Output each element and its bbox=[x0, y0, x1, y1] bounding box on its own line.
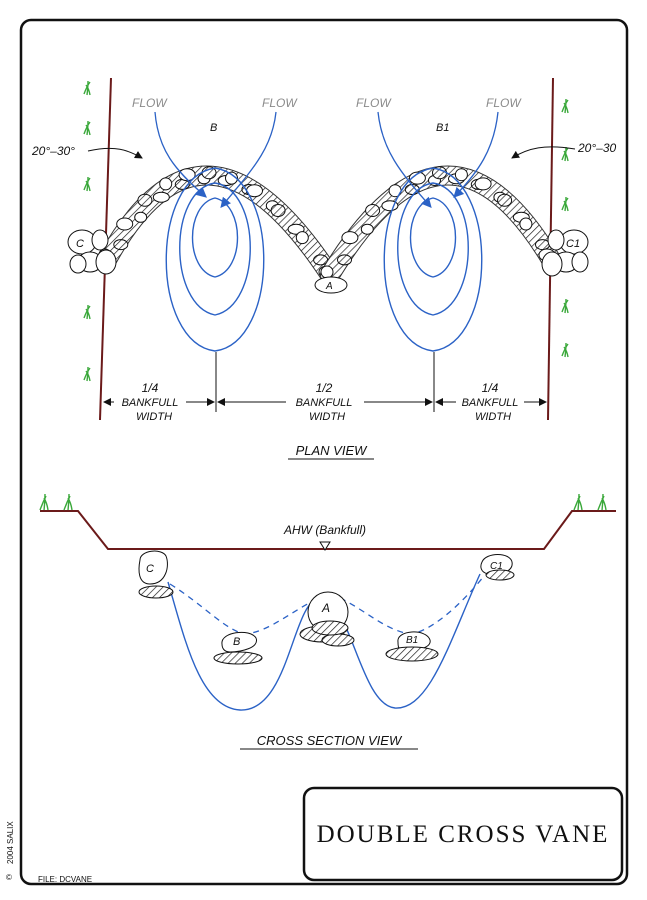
cross-section-view: AHW (Bankfull) C C1 bbox=[39, 493, 616, 750]
dim-middle-line2: WIDTH bbox=[309, 411, 345, 423]
dimension-lines bbox=[103, 352, 547, 412]
vane-rock bbox=[535, 239, 550, 251]
vane-crest-dashed-right bbox=[339, 575, 485, 635]
rock-a-section bbox=[299, 591, 355, 647]
copyright-notice: 2004 SALIX © bbox=[6, 821, 15, 882]
water-level-symbol bbox=[319, 541, 331, 551]
dim-right-line1: BANKFULL bbox=[462, 397, 519, 409]
rock-c1-section bbox=[480, 554, 515, 581]
vane-rock bbox=[295, 231, 309, 245]
vane-rock bbox=[178, 168, 196, 182]
footer-rocks-left bbox=[67, 229, 117, 275]
rock-label-b1-section: B1 bbox=[406, 635, 418, 646]
vane-rock bbox=[381, 200, 399, 212]
flow-label-4: FLOW bbox=[486, 96, 522, 110]
rock-label-b-section: B bbox=[233, 636, 240, 648]
rock-vane-structure bbox=[98, 165, 560, 285]
vane-rock bbox=[113, 239, 129, 251]
vane-rock bbox=[159, 177, 173, 191]
page-border bbox=[19, 18, 629, 886]
vane-rock bbox=[454, 168, 468, 182]
rock-label-a-section: A bbox=[321, 601, 330, 615]
rock-label-b-plan: B bbox=[210, 122, 217, 134]
footer-rocks-right bbox=[541, 229, 589, 277]
rock-c-section bbox=[138, 550, 174, 599]
plan-view-caption: PLAN VIEW bbox=[296, 443, 369, 458]
rock-a-plan bbox=[314, 276, 348, 294]
vane-rock bbox=[337, 254, 352, 266]
dim-middle-fraction: 1/2 bbox=[316, 381, 333, 395]
copyright-text: 2004 SALIX bbox=[6, 821, 15, 864]
file-label: FILE: DCVANE bbox=[38, 875, 92, 884]
angle-arc-left bbox=[87, 147, 143, 159]
vane-rock bbox=[519, 217, 533, 231]
title-block bbox=[302, 786, 624, 882]
flow-label-1: FLOW bbox=[132, 96, 168, 110]
angle-arc-right bbox=[511, 146, 576, 159]
rock-label-c-section: C bbox=[146, 563, 154, 575]
angle-label-left: 20°–30° bbox=[31, 144, 75, 158]
plan-view: FLOW FLOW FLOW FLOW B B1 C C1 A 20°–30° … bbox=[31, 77, 616, 460]
vane-rock bbox=[360, 223, 374, 235]
vane-rock bbox=[320, 265, 334, 279]
rock-label-c1-plan: C1 bbox=[566, 238, 580, 250]
drawing-title: DOUBLE CROSS VANE bbox=[317, 821, 610, 848]
vane-rock bbox=[313, 254, 329, 266]
vane-rock bbox=[365, 204, 381, 217]
flow-label-2: FLOW bbox=[262, 96, 298, 110]
vane-rock bbox=[134, 211, 148, 223]
rock-label-b1-plan: B1 bbox=[436, 122, 449, 134]
scour-pool-right bbox=[383, 167, 483, 352]
vane-rock bbox=[497, 193, 513, 207]
copyright-symbol: © bbox=[6, 873, 12, 882]
cross-section-caption: CROSS SECTION VIEW bbox=[257, 733, 403, 748]
rock-b1-section bbox=[385, 631, 439, 662]
vane-rock bbox=[408, 171, 426, 185]
grass-tufts-section bbox=[39, 493, 607, 511]
vane-rock bbox=[116, 217, 134, 231]
dim-middle-line1: BANKFULL bbox=[296, 397, 353, 409]
rock-label-a-plan: A bbox=[325, 281, 333, 292]
rock-label-c1-section: C1 bbox=[490, 561, 503, 572]
vane-rock bbox=[225, 171, 238, 185]
vane-rock bbox=[341, 231, 359, 245]
rock-b-section bbox=[213, 631, 263, 665]
dim-left-fraction: 1/4 bbox=[142, 381, 159, 395]
flow-arrows bbox=[154, 111, 499, 209]
vane-rock bbox=[270, 204, 286, 217]
flow-label-3: FLOW bbox=[356, 96, 392, 110]
scour-pool-left bbox=[165, 167, 265, 352]
vane-rock bbox=[152, 191, 170, 203]
dim-left-line2: WIDTH bbox=[136, 411, 172, 423]
vane-rock bbox=[474, 177, 492, 191]
vane-rock bbox=[137, 193, 153, 207]
dim-right-fraction: 1/4 bbox=[482, 381, 499, 395]
vane-crest-dashed-left bbox=[169, 583, 321, 635]
rock-label-c-plan: C bbox=[76, 238, 84, 250]
water-level-label: AHW (Bankfull) bbox=[283, 523, 366, 537]
dim-right-line2: WIDTH bbox=[475, 411, 511, 423]
angle-label-right: 20°–30 bbox=[577, 141, 616, 155]
dim-left-line1: BANKFULL bbox=[122, 397, 179, 409]
